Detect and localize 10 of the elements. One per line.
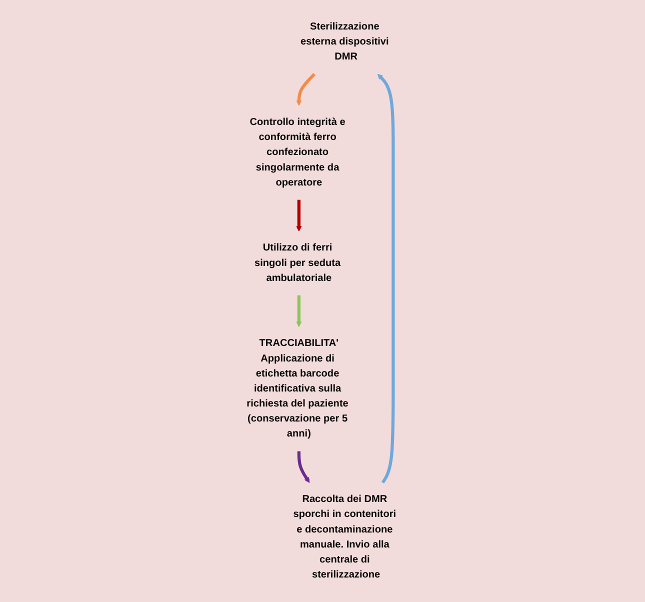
arrow bbox=[296, 73, 316, 106]
node-text: Utilizzo di ferri singoli per seduta ambulatoriale bbox=[254, 242, 341, 284]
arrow bbox=[377, 74, 395, 484]
node-text: Controllo integrità e conformità ferro confezionato singolarmente da operatore bbox=[250, 116, 346, 188]
arrow bbox=[296, 200, 302, 232]
node-text: TRACCIABILITA' Applicazione di etichetta barcode identificativa sulla richiesta del paziente (conservazione per 5 anni) bbox=[246, 338, 348, 440]
arrow bbox=[296, 295, 302, 328]
node-text: Raccolta dei DMR sporchi in contenitori e decontaminazione manuale. Invio alla centrale di sterilizzazione bbox=[293, 494, 396, 580]
arrow bbox=[297, 451, 310, 483]
node-text: Sterilizzazione esterna dispositivi DMR bbox=[300, 21, 389, 62]
